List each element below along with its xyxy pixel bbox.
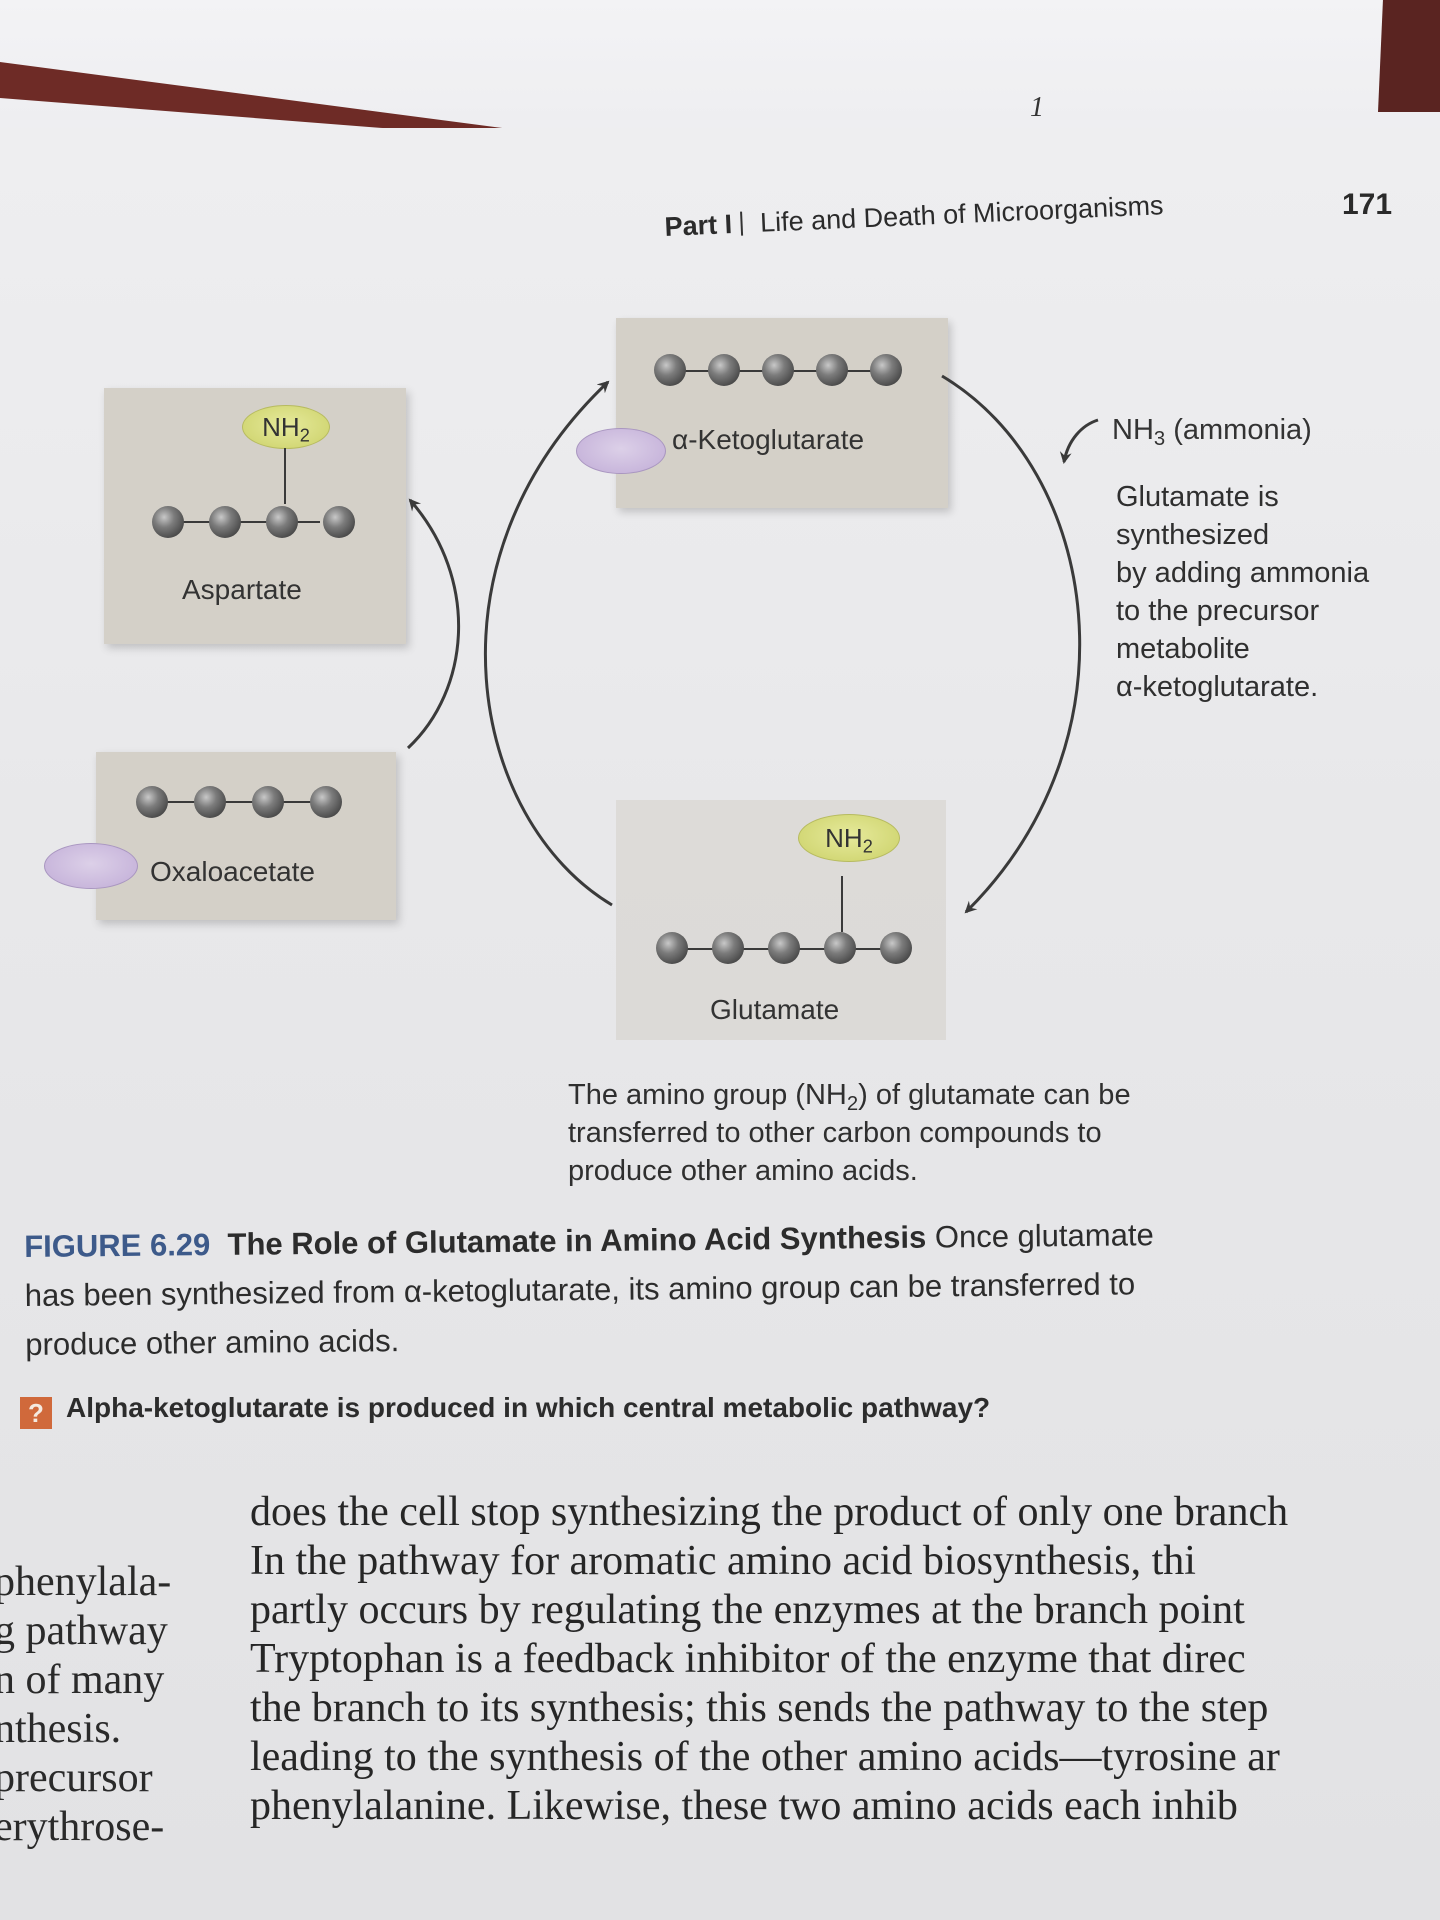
arrow-ammonia-input xyxy=(1059,418,1099,464)
arrow-ketoglutarate-to-glutamate xyxy=(941,374,1082,914)
figure-caption: FIGURE 6.29 The Role of Glutamate in Ami… xyxy=(24,1217,1154,1362)
arrow-oxaloacetate-to-aspartate xyxy=(406,498,460,750)
ketoglutarate-label: α-Ketoglutarate xyxy=(672,424,865,455)
main-column-text: does the cell stop synthesizing the prod… xyxy=(250,1489,1289,1829)
oxaloacetate-box xyxy=(96,752,396,920)
aspartate-label: Aspartate xyxy=(182,574,302,605)
amino-bond xyxy=(841,876,843,932)
figure-question: ? Alpha-ketoglutarate is produced in whic… xyxy=(20,1392,990,1429)
background-desk-right xyxy=(1378,0,1440,112)
left-column-text: phenylala- g pathway n of many nthesis. … xyxy=(0,1559,172,1850)
arrow-glutamate-to-ketoglutarate xyxy=(484,380,613,907)
question-mark-icon: ? xyxy=(20,1397,52,1429)
transamination-annotation: The amino group (NH2) of glutamate can b… xyxy=(568,1079,1131,1187)
oxaloacetate-partner-ellipse xyxy=(44,843,138,889)
question-text: Alpha-ketoglutarate is produced in which… xyxy=(66,1392,991,1423)
amino-group-aspartate: NH2 xyxy=(242,405,330,449)
ketoglutarate-partner-ellipse xyxy=(576,428,666,474)
reaction-arrows xyxy=(406,374,1099,914)
figure-number: FIGURE 6.29 xyxy=(24,1227,211,1264)
amino-bond xyxy=(284,448,286,504)
glutamate-synthesis-annotation: Glutamate is synthesized by adding ammon… xyxy=(1116,481,1370,703)
page-number: 171 xyxy=(1342,188,1393,221)
facing-page-mark: 1 xyxy=(1030,92,1044,123)
amino-group-glutamate: NH2 xyxy=(798,814,900,862)
oxaloacetate-label: Oxaloacetate xyxy=(150,856,315,887)
facing-page xyxy=(0,0,1440,150)
ammonia-label: NH3 (ammonia) xyxy=(1112,414,1312,451)
ketoglutarate-box xyxy=(616,318,948,508)
figure-title: The Role of Glutamate in Amino Acid Synt… xyxy=(227,1219,927,1262)
glutamate-label: Glutamate xyxy=(710,994,840,1025)
